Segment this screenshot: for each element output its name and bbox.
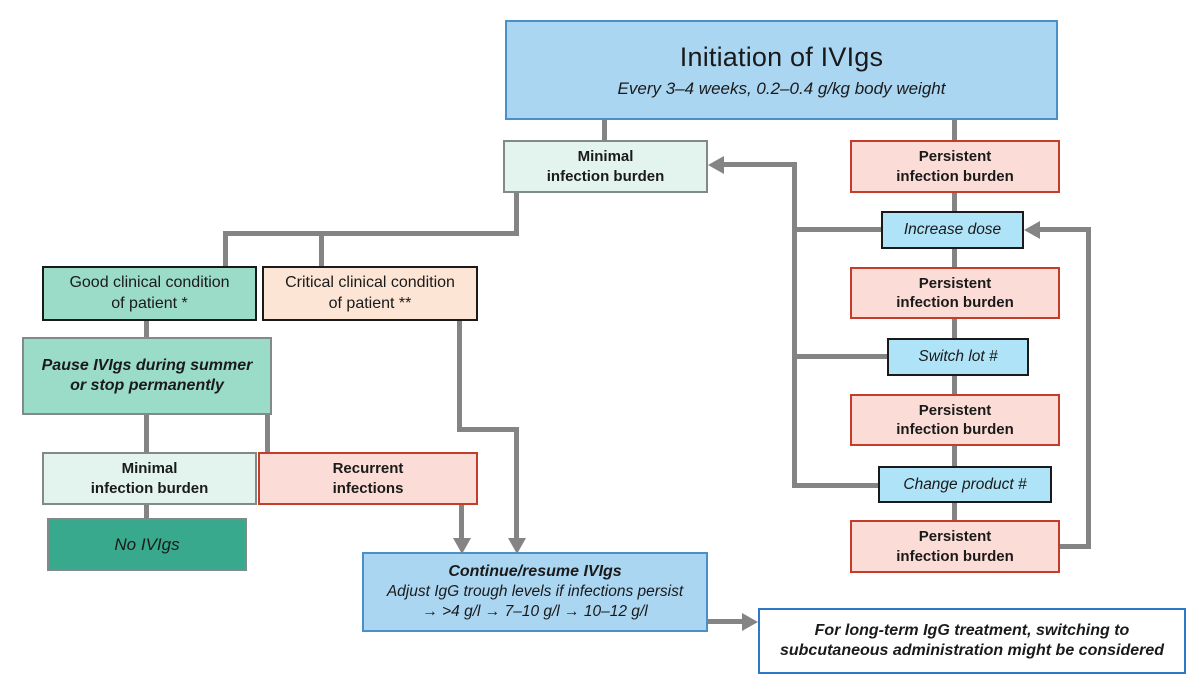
connector-persistent3-changeproduct [952,446,957,466]
connector-feedback-left-vertical [792,162,797,488]
connector-critical-drop [457,321,462,432]
connector-initiation-persistent [952,120,957,140]
node-persistent-infection-burden-2: Persistent infection burden [850,267,1060,319]
node-recurrent-infections: Recurrent infections [258,452,478,505]
node-subtitle: Every 3–4 weeks, 0.2–0.4 g/kg body weigh… [617,79,946,99]
node-initiation-of-ivigs: Initiation of IVIgs Every 3–4 weeks, 0.2… [505,20,1058,120]
connector-recurrent-continue [459,505,464,540]
node-text: Persistent [918,528,992,546]
node-critical-clinical-condition: Critical clinical condition of patient *… [262,266,478,321]
connector-feedback-right-vertical [1086,227,1091,549]
node-persistent-infection-burden-4: Persistent infection burden [850,520,1060,573]
connector-branch-critical [319,231,324,266]
node-text: Persistent [918,274,992,292]
node-text: For long-term IgG treatment, switching t… [814,621,1130,639]
node-no-ivigs: No IVIgs [47,518,247,571]
connector-feedback-right-top [1038,227,1090,232]
node-text: or stop permanently [70,377,224,394]
node-switch-lot: Switch lot # [887,338,1029,376]
connector-feedback-left-top [722,162,797,167]
connector-continue-note [708,619,744,624]
node-minimal-infection-burden-bottom: Minimal infection burden [42,452,257,505]
connector-switchlot-feedback [792,354,887,359]
node-text: of patient ** [328,294,412,312]
node-increase-dose: Increase dose [881,211,1024,249]
connector-good-pause [144,321,149,337]
node-text: infection burden [896,421,1014,438]
node-text: Good clinical condition [69,274,230,292]
node-text: Increase dose [903,221,1002,239]
node-title: Initiation of IVIgs [679,41,884,72]
node-minimal-infection-burden-top: Minimal infection burden [503,140,708,193]
node-text: Minimal [577,148,634,166]
connector-increase-feedback [792,227,881,232]
node-text: infection burden [896,294,1014,311]
connector-changeproduct-feedback [792,483,878,488]
node-continue-resume-ivigs: Continue/resume IVIgs Adjust IgG trough … [362,552,708,632]
arrowhead-right-icon [742,613,758,631]
node-text: Persistent [918,148,992,166]
node-text: infection burden [90,479,209,497]
node-text: infection burden [546,167,665,185]
connector-minimal-branch-drop [514,193,519,236]
node-text: Minimal [121,460,178,478]
node-text: Change product # [903,475,1027,493]
connector-persistent1-increase [952,193,957,211]
arrowhead-down-icon [508,538,526,554]
node-change-product: Change product # [878,466,1052,503]
node-text: Switch lot # [918,348,998,366]
connector-critical-jog [457,427,519,432]
connector-critical-continue [514,427,519,540]
node-good-clinical-condition: Good clinical condition of patient * [42,266,257,321]
arrowhead-left-icon [1024,221,1040,239]
node-text: subcutaneous administration might be con… [779,642,1165,659]
connector-branch-good [223,231,228,266]
arrowhead-left-icon [708,156,724,174]
connector-switchlot-persistent3 [952,376,957,394]
connector-minimal-noivigs [144,505,149,518]
node-text: Critical clinical condition [285,274,455,292]
connector-initiation-minimal [602,120,607,140]
node-text: Persistent [918,401,992,419]
node-pause-ivigs: Pause IVIgs during summer or stop perman… [22,337,272,415]
node-text: infections [332,479,404,497]
connector-feedback-right-bottom [1060,544,1091,549]
node-long-term-subcutaneous-note: For long-term IgG treatment, switching t… [758,608,1186,674]
node-persistent-infection-burden-3: Persistent infection burden [850,394,1060,446]
node-text: infection burden [896,547,1014,565]
node-text: of patient * [111,294,188,312]
connector-changeproduct-persistent4 [952,503,957,520]
connector-pause-minimal [144,415,149,452]
arrowhead-down-icon [453,538,471,554]
connector-increase-persistent2 [952,249,957,267]
node-persistent-infection-burden-1: Persistent infection burden [850,140,1060,193]
node-title: Continue/resume IVIgs [448,562,622,580]
node-text: Adjust IgG trough levels if infections p… [386,583,684,601]
node-text: Pause IVIgs during summer [41,356,253,374]
node-text: infection burden [896,167,1014,185]
connector-pause-recurrent [265,415,270,452]
node-text: Recurrent [332,460,404,478]
connector-branch-horizontal [223,231,519,236]
connector-persistent2-switchlot [952,319,957,338]
node-text: No IVIgs [114,534,180,554]
node-text: → >4 g/l → 7–10 g/l → 10–12 g/l [422,603,648,621]
